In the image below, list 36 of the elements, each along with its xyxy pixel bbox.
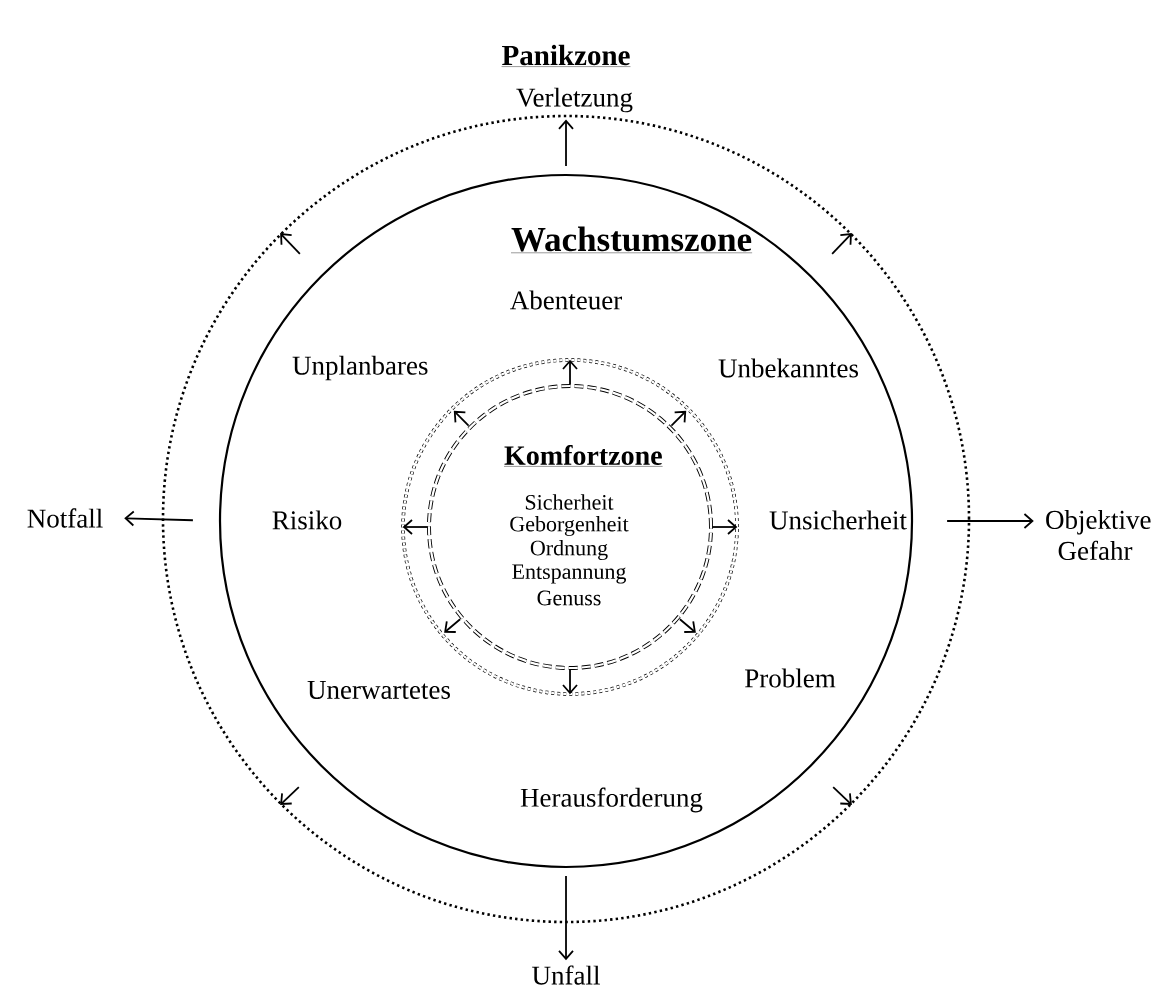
zone-keyword: Genuss [537,590,601,606]
arrow [832,786,852,805]
zone-heading: Panikzone [501,44,631,67]
zone-keyword: Problem [745,668,836,688]
arrow [711,519,738,535]
arrow [280,786,300,805]
arrow [562,359,578,386]
arrow [453,410,470,427]
zone-keyword: Unplanbares [292,355,428,381]
zone-keyword: Risiko [272,510,342,530]
zone-keyword: Geborgenheit [510,516,629,536]
arrow [280,233,301,255]
zone-keyword: Unerwartetes [307,681,450,699]
zone-heading: Komfortzone [503,445,663,467]
arrow [558,875,574,961]
zone-keyword: Unbekanntes [718,358,858,378]
arrow [670,410,687,427]
zone-keyword: Sicherheit [525,494,614,510]
arrow [402,519,429,535]
zone-label: Notfall [27,508,103,528]
zone-label: Unfall [532,965,600,985]
zone-label: Objektive Gefahr [1046,510,1151,560]
arrow [558,119,574,167]
arrow [946,513,1034,529]
zone-keyword: Herausforderung [520,787,703,813]
arrow [679,618,696,633]
zone-keyword: Entspannung [512,564,627,584]
zone-keyword: Unsicherheit [769,510,907,530]
zone-keyword: Ordnung [530,540,608,560]
zone-label: Verletzung [516,87,633,113]
arrow [831,233,852,255]
arrow [124,510,194,527]
arrow [562,668,578,695]
arrow [444,618,461,633]
zone-keyword: Abenteuer [510,290,622,310]
zone-heading: Wachstumszone [510,226,753,253]
